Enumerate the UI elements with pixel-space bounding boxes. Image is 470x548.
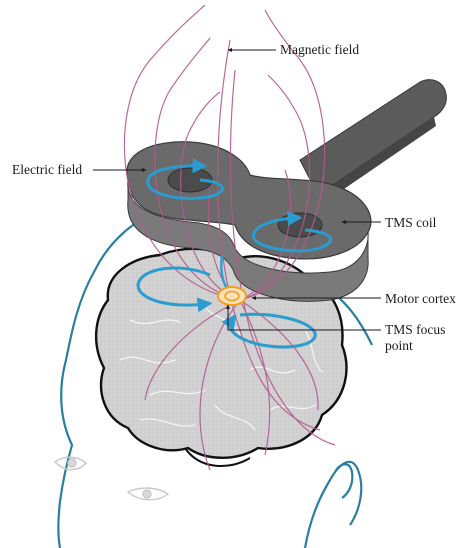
motor-cortex-label: Motor cortex: [385, 291, 456, 307]
electric-field-label: Electric field: [12, 162, 82, 178]
tms-coil-label: TMS coil: [385, 215, 436, 231]
magnetic-field-label: Magnetic field: [280, 42, 359, 58]
face-features: [55, 457, 168, 500]
tms-focus-point-label: TMS focus point: [385, 322, 465, 353]
tms-focus-point-marker: [218, 287, 246, 305]
